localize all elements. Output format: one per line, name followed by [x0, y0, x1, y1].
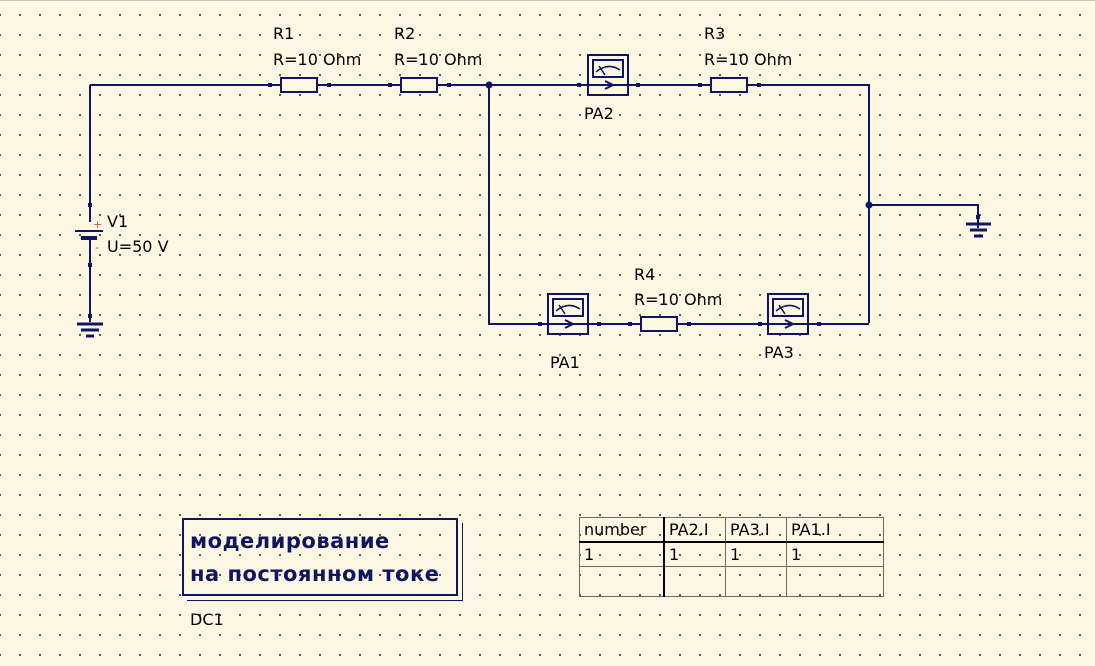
ammeter-pa2-label: PA2 — [584, 104, 614, 123]
table-cell: 1 — [663, 541, 726, 567]
table-cell: 1 — [579, 541, 665, 567]
ammeter-pa2[interactable] — [583, 54, 633, 96]
wire-ground-right — [869, 204, 979, 228]
dc-simulation-title-line1: моделирование — [190, 529, 390, 553]
plus-sign: + — [93, 218, 103, 231]
table-header-cell: PA3.I — [725, 517, 787, 543]
resistor-r3[interactable] — [710, 77, 748, 93]
results-table[interactable]: number PA2.I PA3.I PA1.I 1 1 1 1 — [579, 517, 884, 597]
table-cell — [725, 566, 787, 597]
source-v1-value[interactable]: U=50 V — [107, 237, 169, 256]
ammeter-pa3[interactable] — [763, 293, 813, 335]
ammeter-pa1[interactable] — [543, 293, 593, 335]
ground-icon — [966, 222, 991, 238]
table-cell — [579, 566, 665, 597]
table-row — [579, 566, 884, 597]
dc-simulation-title-line2: на постоянном токе — [190, 562, 440, 586]
source-v1-name: V1 — [107, 212, 129, 231]
canvas-top-border — [0, 0, 1095, 1]
wire-top — [90, 84, 870, 323]
resistor-r2[interactable] — [400, 77, 438, 93]
table-cell: 1 — [725, 541, 787, 567]
resistor-r4-value[interactable]: R=10 Ohm — [634, 290, 723, 309]
resistor-r1-name: R1 — [273, 24, 295, 43]
voltage-source-v1[interactable] — [75, 230, 103, 240]
resistor-r4[interactable] — [640, 316, 678, 332]
table-header-cell: number — [579, 517, 665, 543]
resistor-r3-name: R3 — [704, 24, 726, 43]
minus-sign: - — [95, 241, 99, 254]
pin-markers — [88, 83, 980, 326]
wire-branch — [488, 85, 869, 325]
table-header-cell: PA2.I — [663, 517, 726, 543]
table-cell — [786, 566, 884, 597]
junction-node — [865, 201, 873, 209]
dc-simulation-name: DC1 — [190, 610, 224, 629]
resistor-r4-name: R4 — [634, 265, 656, 284]
resistor-r2-value[interactable]: R=10 Ohm — [394, 50, 483, 69]
table-cell — [663, 566, 726, 597]
resistor-r3-value[interactable]: R=10 Ohm — [704, 50, 793, 69]
table-cell: 1 — [786, 541, 884, 567]
table-header-cell: PA1.I — [786, 517, 884, 543]
resistor-r1-value[interactable]: R=10 Ohm — [273, 50, 362, 69]
table-header-row: number PA2.I PA3.I PA1.I — [579, 517, 884, 543]
table-row: 1 1 1 1 — [579, 541, 884, 567]
ammeter-pa1-label: PA1 — [550, 353, 580, 372]
dc-simulation-block[interactable]: моделирование на постоянном токе — [182, 518, 458, 596]
resistor-r2-name: R2 — [394, 24, 416, 43]
ammeter-pa3-label: PA3 — [764, 343, 794, 362]
resistor-r1[interactable] — [280, 77, 318, 93]
junction-node — [485, 81, 493, 89]
ground-icon — [77, 322, 103, 338]
